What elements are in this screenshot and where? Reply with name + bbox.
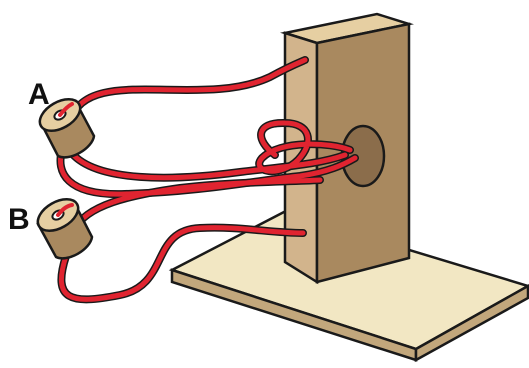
wooden-bead-icon-b xyxy=(36,198,94,260)
wooden-post xyxy=(280,12,414,285)
wooden-bead-icon-a xyxy=(38,98,96,159)
label-b: B xyxy=(8,203,30,236)
label-a: A xyxy=(28,78,50,111)
red-string xyxy=(56,56,359,304)
base-right-side xyxy=(414,284,529,363)
